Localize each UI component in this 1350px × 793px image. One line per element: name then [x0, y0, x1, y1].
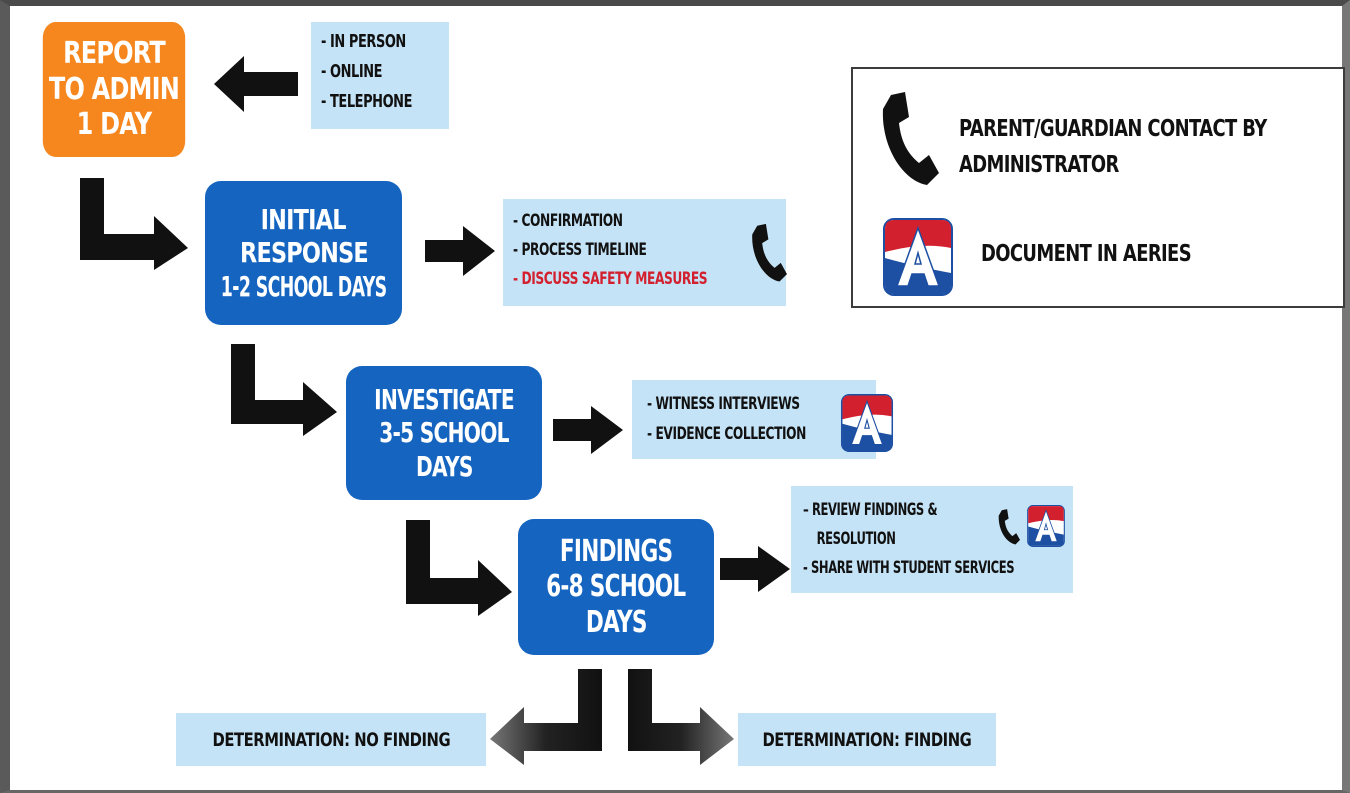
phone-icon — [752, 223, 787, 282]
step-report-line-1: REPORT — [63, 36, 166, 72]
phone-icon — [882, 92, 939, 185]
step-investigate-line-3: DAYS — [415, 449, 473, 483]
step-investigate-line-2: 3-5 SCHOOL — [379, 416, 509, 450]
note-findings: – REVIEW FINDINGS & RESOLUTION - SHARE W… — [791, 486, 1073, 593]
note-initial-item-3: - DISCUSS SAFETY MEASURES — [513, 269, 708, 290]
determination-no-finding: DETERMINATION: NO FINDING — [176, 713, 486, 766]
step-findings-line-3: DAYS — [585, 604, 648, 640]
step-findings-line-2: 6-8 SCHOOL — [546, 569, 686, 605]
step-report-line-2: TO ADMIN — [48, 71, 180, 107]
arrow-icon — [231, 344, 337, 436]
step-findings-line-1: FINDINGS — [559, 533, 673, 569]
legend-phone-line-2: ADMINISTRATOR — [959, 151, 1119, 178]
arrow-icon — [490, 669, 602, 765]
aeries-logo-icon — [883, 218, 953, 296]
step-report-line-3: 1 DAY — [76, 107, 152, 143]
arrow-icon — [425, 226, 495, 276]
note-report-methods: - IN PERSON - ONLINE - TELEPHONE — [311, 22, 449, 129]
step-findings: FINDINGS 6-8 SCHOOL DAYS — [518, 519, 714, 655]
step-initial-line-1: INITIAL — [260, 203, 347, 237]
determination-no-finding-label: DETERMINATION: NO FINDING — [212, 728, 450, 751]
step-initial-line-3: 1-2 SCHOOL DAYS — [220, 269, 387, 303]
step-report-to-admin: REPORT TO ADMIN 1 DAY — [42, 22, 186, 157]
note-investigate-item-1: - WITNESS INTERVIEWS — [647, 394, 800, 414]
note-report-item-3: - TELEPHONE — [321, 91, 413, 113]
step-investigate: INVESTIGATE 3-5 SCHOOL DAYS — [346, 366, 542, 500]
legend-aeries-text: DOCUMENT IN AERIES — [981, 241, 1192, 267]
note-initial-item-1: - CONFIRMATION — [513, 211, 623, 231]
arrow-icon — [720, 546, 790, 592]
note-report-item-1: - IN PERSON — [321, 31, 406, 52]
legend: PARENT/GUARDIAN CONTACT BY ADMINISTRATOR… — [851, 67, 1345, 308]
arrow-icon — [406, 520, 512, 616]
note-findings-item-3: - SHARE WITH STUDENT SERVICES — [803, 558, 1015, 579]
note-report-item-2: - ONLINE — [321, 61, 383, 83]
step-investigate-line-1: INVESTIGATE — [374, 383, 514, 417]
arrow-icon — [214, 56, 298, 112]
phone-icon — [998, 509, 1021, 545]
arrow-icon — [553, 406, 623, 454]
note-findings-item-1: – REVIEW FINDINGS & — [803, 500, 938, 520]
legend-phone-text: PARENT/GUARDIAN CONTACT BY ADMINISTRATOR — [959, 112, 1267, 183]
arrow-icon — [628, 669, 734, 765]
step-initial-response: INITIAL RESPONSE 1-2 SCHOOL DAYS — [205, 181, 402, 325]
aeries-logo-icon — [840, 394, 894, 452]
note-findings-item-2: RESOLUTION — [816, 529, 896, 550]
note-initial-item-2: - PROCESS TIMELINE — [513, 240, 647, 261]
arrow-icon — [80, 178, 188, 270]
note-investigate-item-2: - EVIDENCE COLLECTION — [647, 423, 806, 444]
aeries-logo-icon — [1027, 505, 1065, 547]
determination-finding: DETERMINATION: FINDING — [738, 713, 996, 766]
legend-phone-line-1: PARENT/GUARDIAN CONTACT BY — [959, 116, 1267, 142]
step-initial-line-2: RESPONSE — [239, 236, 369, 270]
note-investigate: - WITNESS INTERVIEWS - EVIDENCE COLLECTI… — [632, 380, 876, 459]
note-initial-response: - CONFIRMATION - PROCESS TIMELINE - DISC… — [503, 199, 786, 306]
determination-finding-label: DETERMINATION: FINDING — [762, 728, 972, 751]
